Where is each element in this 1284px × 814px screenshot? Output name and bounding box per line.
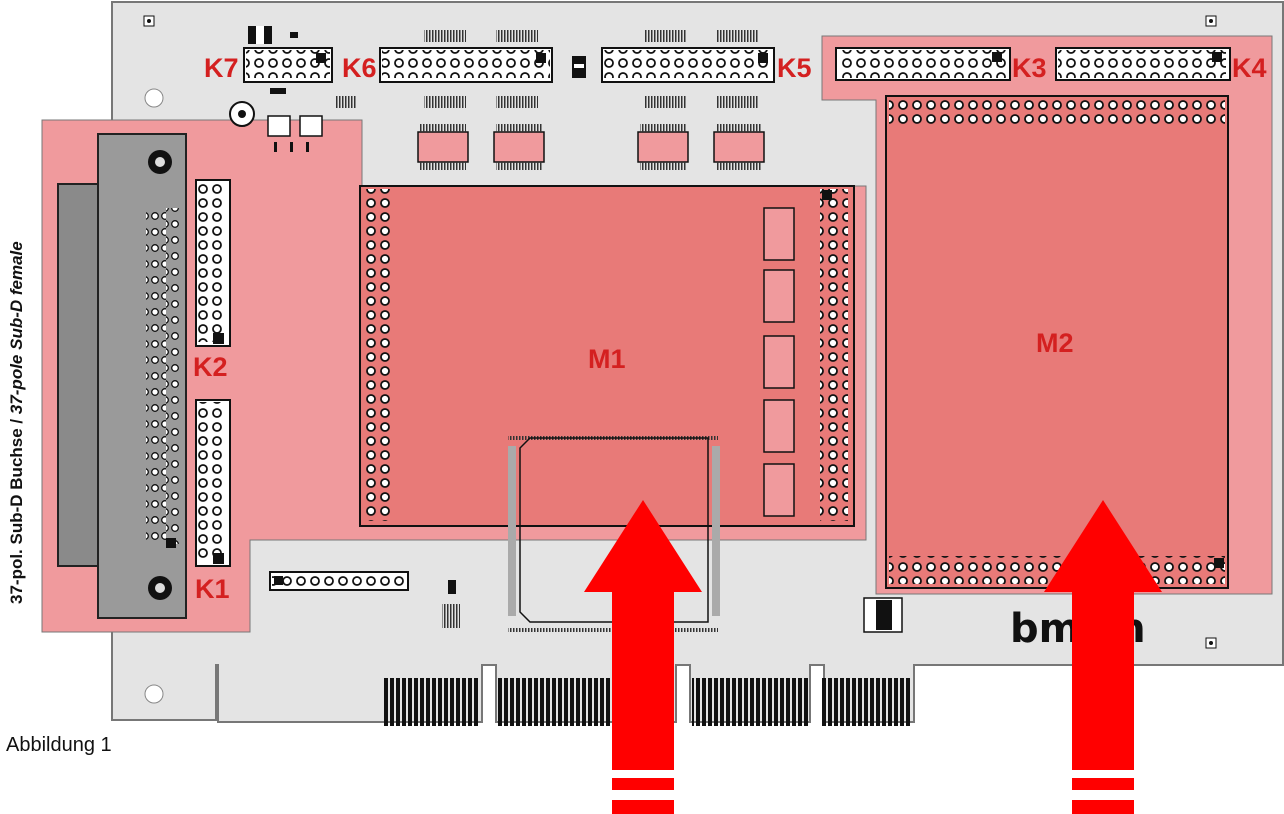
label-k2: K2 [193, 352, 228, 382]
label-m1: M1 [588, 344, 626, 374]
header-k7 [243, 47, 333, 83]
label-k5: K5 [777, 53, 812, 83]
label-k3: K3 [1012, 53, 1047, 83]
header-k5 [601, 47, 775, 83]
label-k1: K1 [195, 574, 230, 604]
dsub-connector [57, 133, 187, 619]
header-k2 [195, 179, 231, 347]
header-k1 [195, 399, 231, 567]
module-m2-footprint [885, 95, 1229, 589]
label-k7: K7 [204, 53, 239, 83]
pci-edge-connector [384, 678, 912, 726]
figure-caption: Abbildung 1 [6, 734, 112, 756]
module-m1-footprint [359, 185, 855, 527]
label-m2: M2 [1036, 328, 1074, 358]
dsub-side-label: 37-pol. Sub-D Buchse / 37-pole Sub-D fem… [7, 241, 26, 604]
header-bottom-small [269, 571, 903, 633]
header-k6 [379, 47, 553, 83]
insert-arrow-m2 [1044, 500, 1162, 814]
header-k4 [1055, 47, 1231, 81]
label-k4: K4 [1232, 53, 1267, 83]
label-k6: K6 [342, 53, 377, 83]
insert-arrow-m1 [584, 500, 702, 814]
header-k3 [835, 47, 1011, 81]
small-components-top [229, 26, 758, 152]
ic-row-top [417, 124, 765, 170]
mounting-holes [143, 15, 1217, 704]
